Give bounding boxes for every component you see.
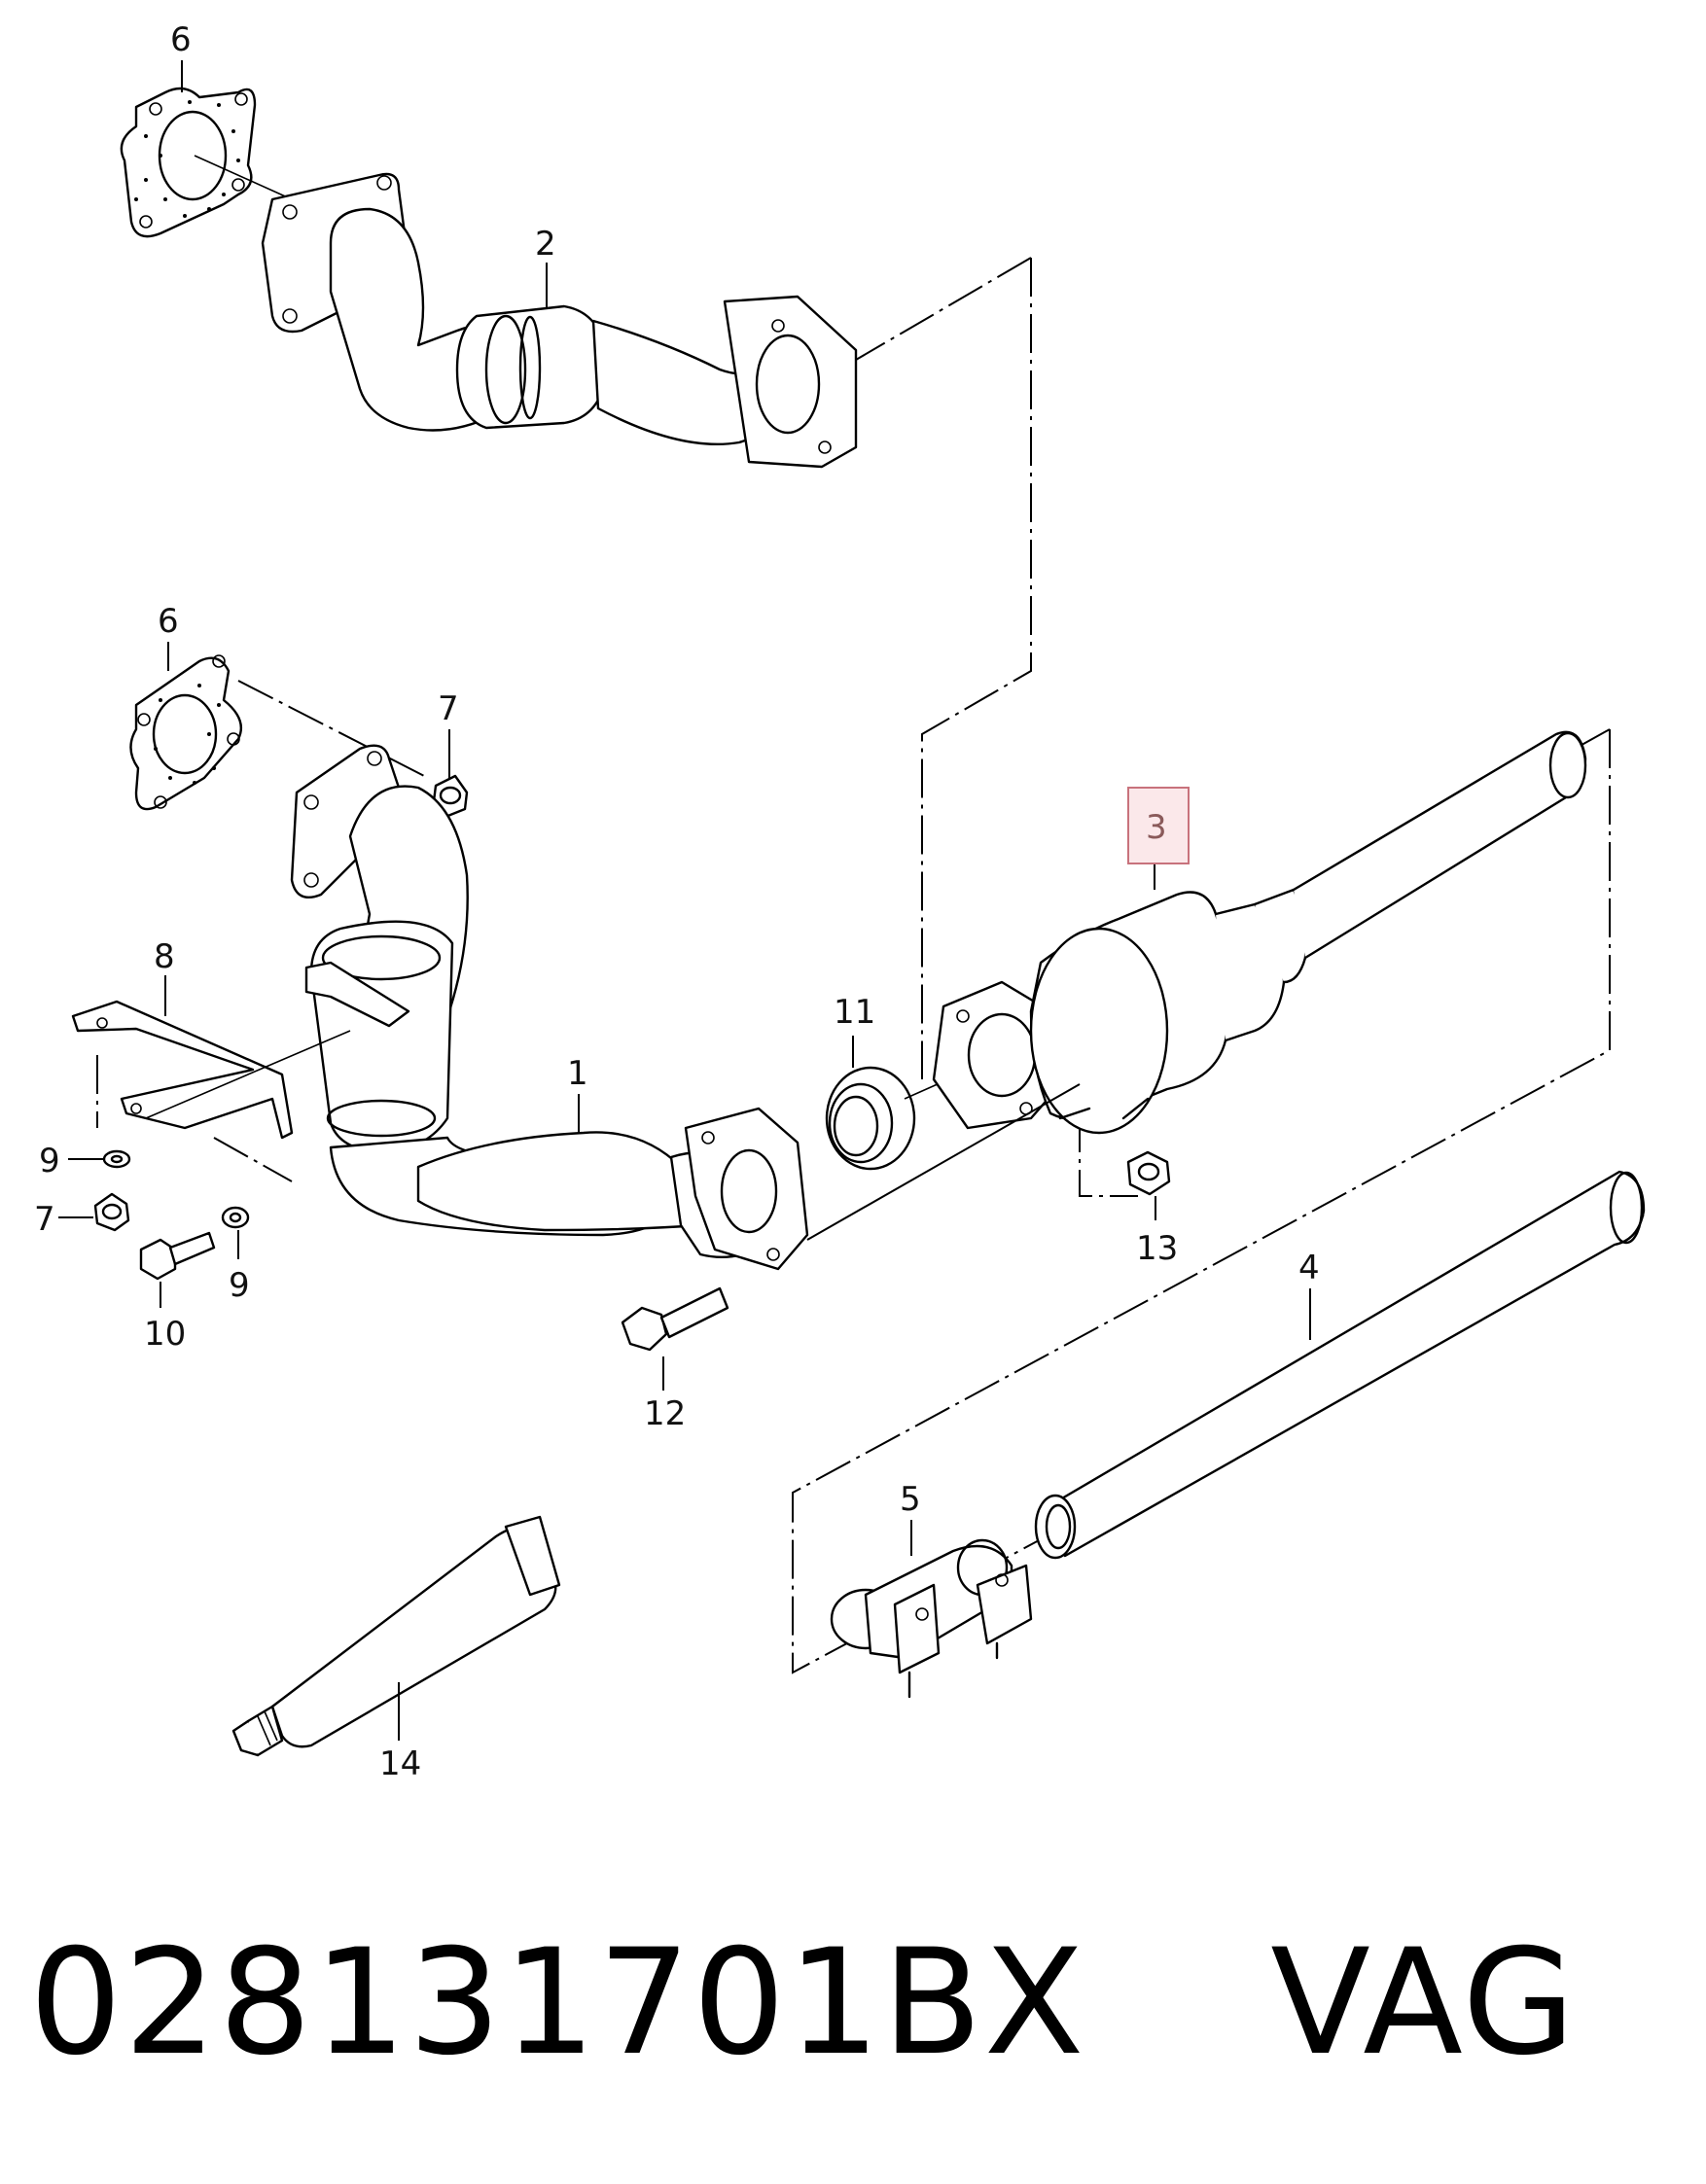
callout-7-left: 7 <box>34 1200 55 1239</box>
callout-8: 8 <box>154 937 175 976</box>
callout-7-upper: 7 <box>438 689 459 728</box>
part-number: 028131701BX <box>29 1919 1086 2088</box>
callout-12: 12 <box>644 1394 686 1433</box>
callout-9-left: 9 <box>39 1142 60 1180</box>
support-bracket <box>71 961 410 1140</box>
front-pipe-lower <box>290 744 809 1271</box>
gasket-lower-guide <box>237 680 429 779</box>
callout-2: 2 <box>535 225 556 264</box>
washer-left-hole <box>110 1154 124 1164</box>
assembly-outline-upper-link <box>855 257 1032 361</box>
washer-bolt <box>221 1206 250 1229</box>
sealing-ring <box>825 1066 916 1171</box>
callout-10: 10 <box>144 1315 186 1354</box>
bolt-flange <box>621 1286 729 1352</box>
callout-14: 14 <box>379 1744 421 1783</box>
bolt-bracket <box>139 1231 216 1281</box>
washer-left <box>102 1149 131 1169</box>
assembly-outline-nut <box>1079 1113 1138 1197</box>
part-caption: 028131701BX VAG <box>29 1906 1683 2100</box>
nut-left <box>93 1192 130 1232</box>
catalytic-converter <box>932 730 1587 1135</box>
washer-bolt-hole <box>229 1212 242 1223</box>
flange-guide <box>806 1083 1081 1241</box>
callout-13: 13 <box>1136 1229 1178 1268</box>
connecting-pipe <box>1034 1170 1646 1560</box>
brand-name: VAG <box>1270 1919 1578 2088</box>
nut-converter <box>1126 1150 1171 1196</box>
callout-5: 5 <box>900 1480 921 1519</box>
sealing-paste-tube <box>231 1515 561 1757</box>
callout-4: 4 <box>1298 1249 1320 1287</box>
callout-3: 3 <box>1146 808 1167 847</box>
callout-11: 11 <box>834 993 875 1032</box>
assembly-outline-lower <box>792 729 1645 1674</box>
callout-6-upper: 6 <box>170 20 192 59</box>
callout-6-lower: 6 <box>158 602 179 641</box>
pipe-clamp <box>830 1538 1033 1699</box>
assembly-outline-lower-top <box>1565 728 1611 755</box>
callout-3-highlight <box>1127 787 1190 864</box>
assembly-outline-upper <box>921 258 1032 1079</box>
gasket-upper-guide <box>194 155 293 200</box>
callout-9-right: 9 <box>229 1266 250 1305</box>
bracket-outline <box>213 1137 293 1182</box>
bracket-guide <box>145 1030 351 1119</box>
gasket-upper <box>120 87 257 238</box>
callout-1: 1 <box>567 1054 588 1093</box>
gasket-lower <box>129 654 243 811</box>
front-pipe-upper <box>261 172 858 469</box>
